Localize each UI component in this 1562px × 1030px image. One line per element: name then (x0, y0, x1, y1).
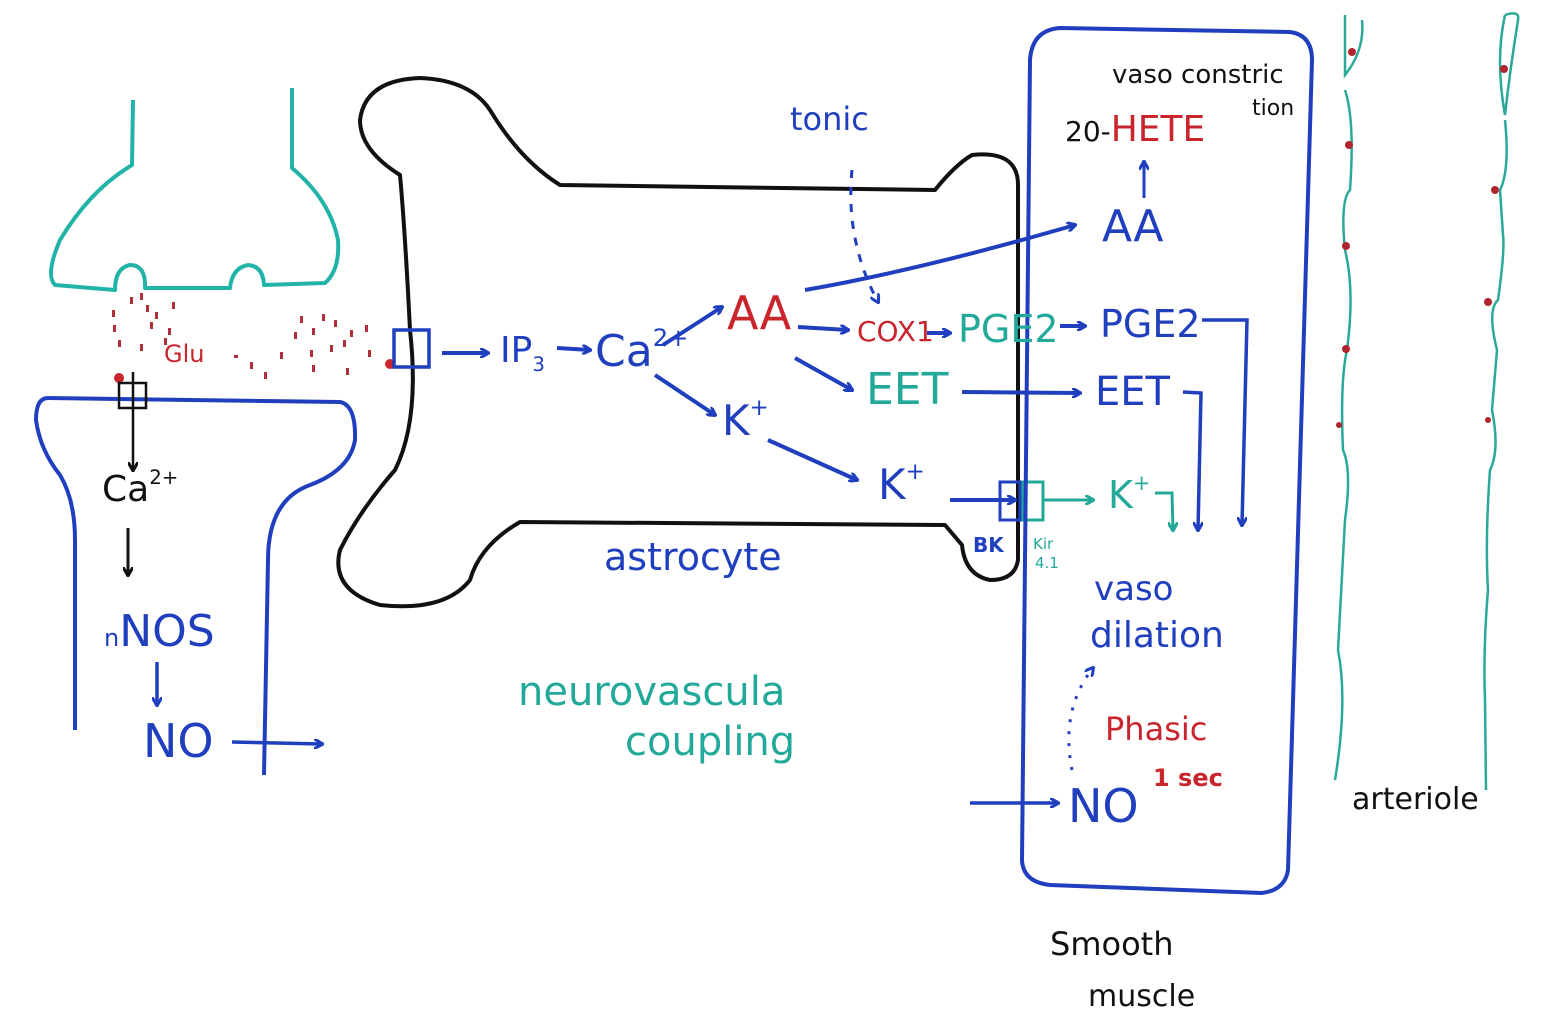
aa-to-smooth-muscle-aa-arrow (804, 225, 1075, 292)
smooth-muscle-k-base: K (1108, 473, 1133, 517)
smooth-muscle-k-label: K+ (1108, 473, 1150, 517)
title-line1: neurovascula (518, 669, 786, 715)
hete-text: HETE (1110, 109, 1206, 150)
arteriole-label: arteriole (1352, 782, 1479, 817)
astrocyte-k2-label: K+ (878, 461, 925, 506)
hete-prefix: 20- (1065, 115, 1111, 148)
smooth-muscle-k-charge: + (1132, 471, 1151, 496)
kir-label-line2: 4.1 (1035, 554, 1059, 572)
vasoconstriction-label-line1: vaso constric (1112, 60, 1284, 90)
neuron-ca-label: Ca2+ (102, 468, 178, 510)
aa-to-cox1-arrow (797, 327, 848, 330)
ip3-sub: 3 (532, 353, 545, 377)
ca-to-k-arrow (653, 373, 715, 415)
astrocyte-aa-label: AA (727, 286, 792, 340)
smooth-muscle-eet-label: EET (1095, 369, 1170, 415)
no-to-dilation-dotted-arrow (1067, 668, 1093, 771)
astrocyte-eet-label: EET (866, 364, 949, 415)
bk-channel-label: BK (973, 533, 1004, 557)
vasodilation-label-line2: dilation (1090, 615, 1224, 656)
ip3-to-ca-arrow (556, 348, 590, 350)
glutamate-dots (112, 293, 371, 379)
astrocyte-outline (336, 76, 1020, 609)
postsynaptic-neuron (33, 396, 77, 730)
smooth-muscle-cell-outline (1019, 25, 1315, 896)
tonic-label: tonic (790, 100, 869, 138)
ip3-label: IP3 (500, 330, 545, 377)
smooth-muscle-label-line1: Smooth (1050, 925, 1174, 963)
eet-to-eet-arrow (961, 392, 1080, 393)
nnos-text: NOS (119, 606, 215, 657)
astrocyte-ca-charge: 2+ (652, 323, 689, 352)
aa-to-eet-arrow (794, 356, 852, 390)
arteriole-wall-right (1483, 12, 1520, 791)
vasodilation-label-line1: vaso (1094, 569, 1174, 609)
nnos-prefix: n (104, 624, 120, 652)
postsynaptic-membrane (47, 396, 358, 776)
hete-label: 20-HETE (1065, 112, 1205, 148)
neuron-no-label: NO (143, 714, 214, 768)
presynaptic-terminal (49, 88, 341, 292)
bk-channel-icon (998, 480, 1022, 522)
neuron-ca-base: Ca (102, 469, 150, 510)
astrocyte-k2-charge: + (905, 459, 925, 486)
ca-to-aa-arrow (661, 307, 722, 347)
k-to-k-arrow (767, 438, 857, 480)
smooth-muscle-no-label: NO (1068, 779, 1139, 833)
astrocyte-ca-label: Ca2+ (595, 325, 688, 374)
title-line2: coupling (625, 719, 796, 765)
neuron-ca-charge: 2+ (149, 466, 179, 490)
mglur-receptor-icon (392, 328, 431, 369)
smooth-muscle-label-line2: muscle (1088, 979, 1196, 1014)
astrocyte-k2-base: K (878, 460, 906, 509)
astrocyte-ca-base: Ca (595, 326, 653, 377)
astrocyte-k1-base: K (722, 396, 750, 445)
glu-label: Glu (164, 340, 205, 368)
cox1-label: COX1 (857, 315, 934, 348)
neuron-no-out-arrow (231, 742, 322, 744)
ip3-base: IP (500, 330, 533, 371)
nmda-receptor-icon (117, 372, 148, 470)
pge2-to-dilation-arrow (1202, 318, 1249, 525)
kir-label-line1: Kir (1033, 535, 1054, 553)
smooth-muscle-pge2-label: PGE2 (1100, 302, 1201, 346)
astrocyte-k1-charge: + (749, 395, 769, 422)
smooth-muscle-aa-label: AA (1102, 201, 1164, 252)
phasic-time-label: 1 sec (1153, 764, 1223, 792)
astrocyte-k1-label: K+ (722, 397, 769, 442)
astrocyte-label: astrocyte (604, 535, 782, 579)
glu-release-point-neuron (114, 373, 124, 383)
arteriole-nuclei (1336, 48, 1508, 428)
eet-to-dilation-arrow (1182, 390, 1201, 530)
arteriole-wall-left (1333, 15, 1364, 781)
nnos-label: nNOS (104, 610, 215, 654)
tonic-dashed-arrow (849, 169, 878, 302)
vasoconstriction-label-line2: tion (1252, 96, 1295, 121)
k-to-dilation-arrow (1155, 491, 1173, 530)
astrocyte-pge2-label: PGE2 (958, 307, 1059, 351)
phasic-label: Phasic (1105, 710, 1208, 748)
